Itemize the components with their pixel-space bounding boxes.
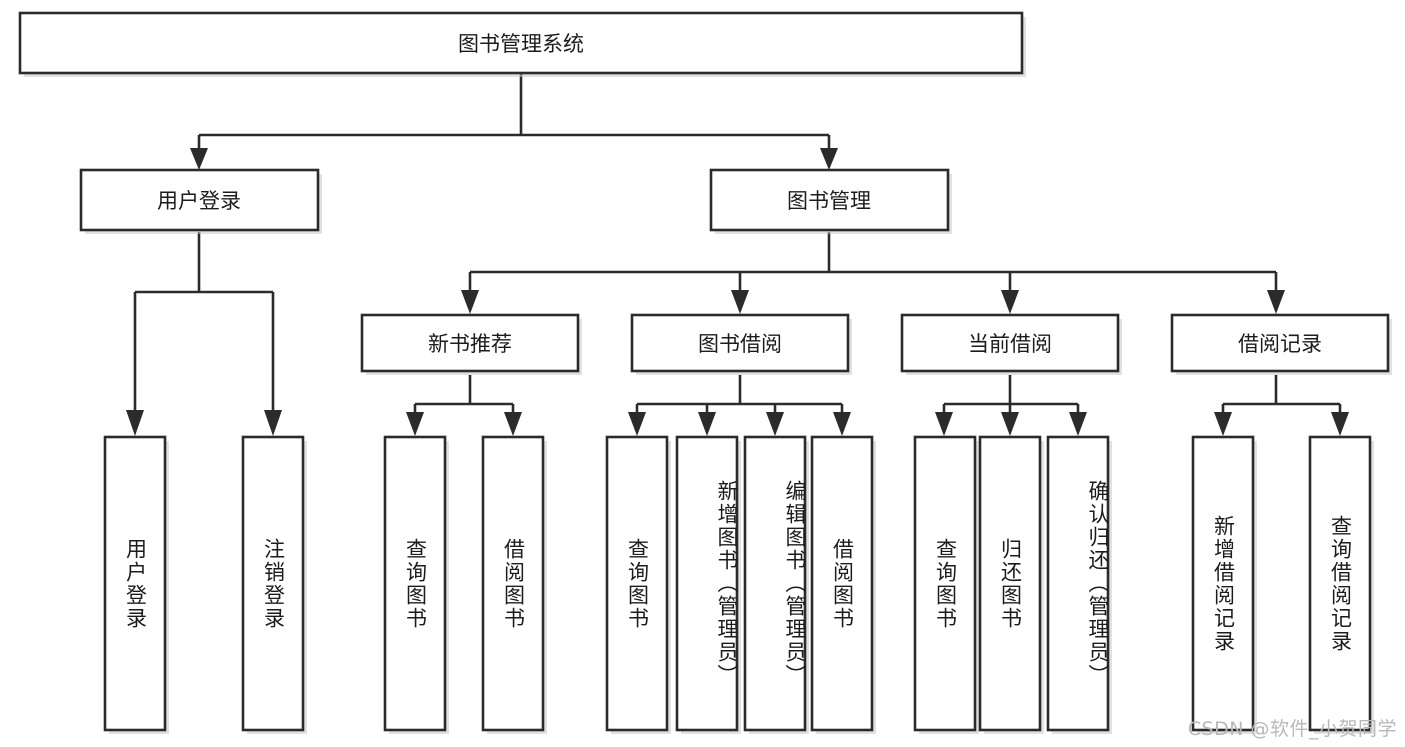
book-borrow-node-box[interactable]	[630, 313, 850, 373]
leaf-borrow-book-2-box[interactable]	[810, 435, 874, 732]
node-layer: 图书管理系统 用户登录 图书管理 新书推荐 图书借阅 当前借阅 借阅记录	[18, 11, 1392, 734]
borrow-record-node-box[interactable]	[1170, 313, 1390, 373]
arrow-head-current-borrow	[1001, 290, 1019, 314]
arrow-head-leaf-borrow-book-2	[833, 412, 851, 436]
new-book-rec-node-box[interactable]	[360, 313, 580, 373]
leaf-query-record-box[interactable]	[1308, 435, 1372, 732]
user-login-node-box[interactable]	[79, 168, 320, 232]
book-manage-node-label: 图书管理	[787, 189, 871, 213]
leaf-confirm-return-box[interactable]	[1046, 435, 1110, 732]
leaf-query-book-2-box[interactable]	[605, 435, 669, 732]
arrow-head-leaf-query-book-1	[406, 412, 424, 436]
arrow-head-leaf-borrow-book-1	[504, 412, 522, 436]
leaf-borrow-book-1-box[interactable]	[481, 435, 545, 732]
arrow-head-book-manage	[820, 148, 838, 170]
leaf-logout-login-box[interactable]	[241, 435, 305, 732]
arrow-head-leaf-query-book-2	[628, 412, 646, 436]
root-node-label: 图书管理系统	[458, 32, 584, 56]
arrow-head-borrow-record	[1267, 290, 1285, 314]
connector-layer	[126, 74, 1349, 436]
arrow-head-leaf-logout-login	[264, 410, 282, 436]
leaf-return-book-box[interactable]	[978, 435, 1042, 732]
arrow-head-leaf-add-record	[1214, 412, 1232, 436]
root-node-box[interactable]	[18, 11, 1024, 75]
arrow-head-leaf-query-record	[1331, 412, 1349, 436]
borrow-record-node-label: 借阅记录	[1238, 332, 1322, 356]
leaf-add-record-box[interactable]	[1191, 435, 1255, 732]
arrow-head-leaf-return-book	[1001, 412, 1019, 436]
leaf-query-book-1-box[interactable]	[383, 435, 447, 732]
current-borrow-node-label: 当前借阅	[968, 332, 1052, 356]
book-manage-node-box[interactable]	[709, 168, 950, 232]
csdn-watermark: CSDN @软件_小贺同学	[1187, 718, 1397, 740]
arrow-head-new-book-rec	[461, 290, 479, 314]
arrow-head-leaf-user-login	[126, 410, 144, 436]
arrow-head-leaf-query-book-3	[935, 412, 953, 436]
new-book-rec-node-label: 新书推荐	[428, 332, 512, 356]
current-borrow-node-box[interactable]	[900, 313, 1120, 373]
arrow-head-leaf-confirm-return	[1069, 412, 1087, 436]
leaf-add-book-box[interactable]	[675, 435, 739, 732]
leaf-query-book-3-box[interactable]	[913, 435, 977, 732]
arrow-head-user-login	[190, 148, 208, 170]
user-login-node-label: 用户登录	[157, 189, 241, 213]
arrow-head-leaf-add-book	[698, 412, 716, 436]
arrow-head-leaf-edit-book	[766, 412, 784, 436]
leaf-user-login-box[interactable]	[103, 435, 167, 732]
book-borrow-node-label: 图书借阅	[698, 332, 782, 356]
arrow-head-book-borrow	[731, 290, 749, 314]
leaf-edit-book-box[interactable]	[743, 435, 807, 732]
